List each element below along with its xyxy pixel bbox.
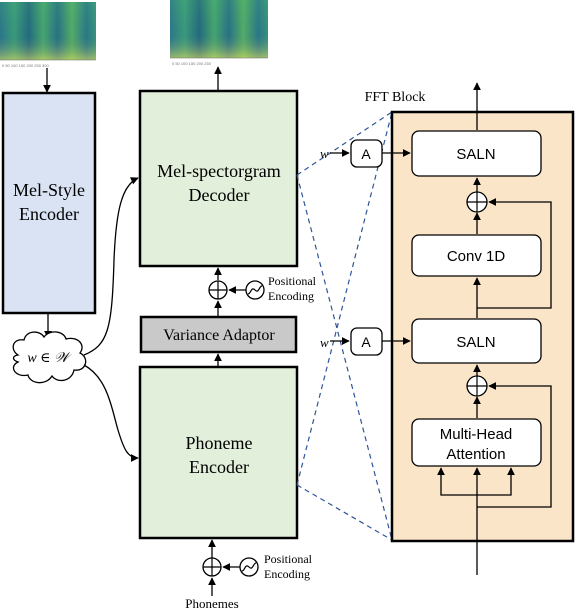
fft-zoom-dashed-lines: [296, 111, 393, 541]
mel-spectrogram-decoder-block: Mel-spectorgram Decoder: [138, 89, 299, 268]
attention-label-2: Attention: [446, 446, 505, 463]
variance-adaptor-block: Variance Adaptor: [139, 315, 298, 354]
positional-encoding-bottom-label-1: Positional: [264, 552, 313, 566]
style-to-encoder-arrow: [83, 364, 139, 462]
residual-connection-top: [477, 198, 552, 309]
positional-encoding-bottom-icon: [239, 557, 259, 577]
positional-encoding-top-label-1: Positional: [268, 274, 317, 288]
fft-sum-node-top: [466, 191, 488, 213]
variance-adaptor-label: Variance Adaptor: [163, 327, 275, 344]
affine-top-block: A: [350, 139, 383, 168]
decoder-label-1: Mel-spectorgram: [157, 161, 281, 181]
positional-encoding-top-label-2: Encoding: [268, 289, 314, 303]
conv1d-block: Conv 1D: [411, 234, 542, 277]
phonemes-label: Phonemes: [185, 596, 238, 611]
style-to-decoder-arrow: [83, 177, 139, 356]
phoneme-encoder-block: Phoneme Encoder: [138, 365, 299, 540]
decoder-label-2: Decoder: [189, 185, 250, 205]
attention-label-1: Multi-Head: [440, 426, 513, 443]
saln-bottom-label: SALN: [456, 334, 495, 351]
svg-text:0 50 100 150 200 250 300: 0 50 100 150 200 250 300: [2, 63, 49, 68]
affine-bottom-block: A: [350, 327, 383, 356]
saln-top-label: SALN: [456, 146, 495, 163]
output-spectrogram-image: 0 50 100 150 200 250: [170, 0, 268, 66]
mel-style-encoder-block: Mel-Style Encoder: [1, 91, 97, 315]
fft-sum-node-bottom: [466, 375, 488, 397]
bottom-sum-node: [202, 557, 222, 577]
w-label-top: w: [320, 146, 329, 161]
affine-bottom-label: A: [361, 334, 371, 350]
w-label-bottom: w: [320, 335, 329, 350]
conv1d-label: Conv 1D: [447, 248, 506, 265]
saln-top-block: SALN: [411, 130, 542, 177]
multi-head-attention-block: Multi-Head Attention: [411, 418, 542, 467]
residual-connection-bottom: [477, 382, 552, 508]
style-vector-cloud: w ∈ 𝒲: [12, 331, 87, 384]
svg-text:0 50 100 150 200 250: 0 50 100 150 200 250: [172, 61, 212, 66]
style-vector-label: w ∈ 𝒲: [27, 351, 72, 366]
saln-bottom-block: SALN: [411, 318, 542, 364]
mel-style-encoder-label-1: Mel-Style: [13, 180, 85, 200]
fft-block-title: FFT Block: [365, 90, 426, 105]
positional-encoding-bottom-label-2: Encoding: [264, 567, 310, 581]
top-sum-node: [208, 280, 228, 300]
mel-style-encoder-label-2: Encoder: [19, 204, 79, 224]
positional-encoding-top-icon: [245, 280, 265, 300]
input-spectrogram-image: 0 50 100 150 200 250 300: [0, 2, 96, 68]
affine-top-label: A: [361, 146, 371, 162]
phoneme-encoder-label-2: Encoder: [189, 457, 249, 477]
attention-value-arrow: [477, 467, 515, 496]
attention-query-arrow: [437, 467, 477, 496]
phoneme-encoder-label-1: Phoneme: [186, 433, 253, 453]
